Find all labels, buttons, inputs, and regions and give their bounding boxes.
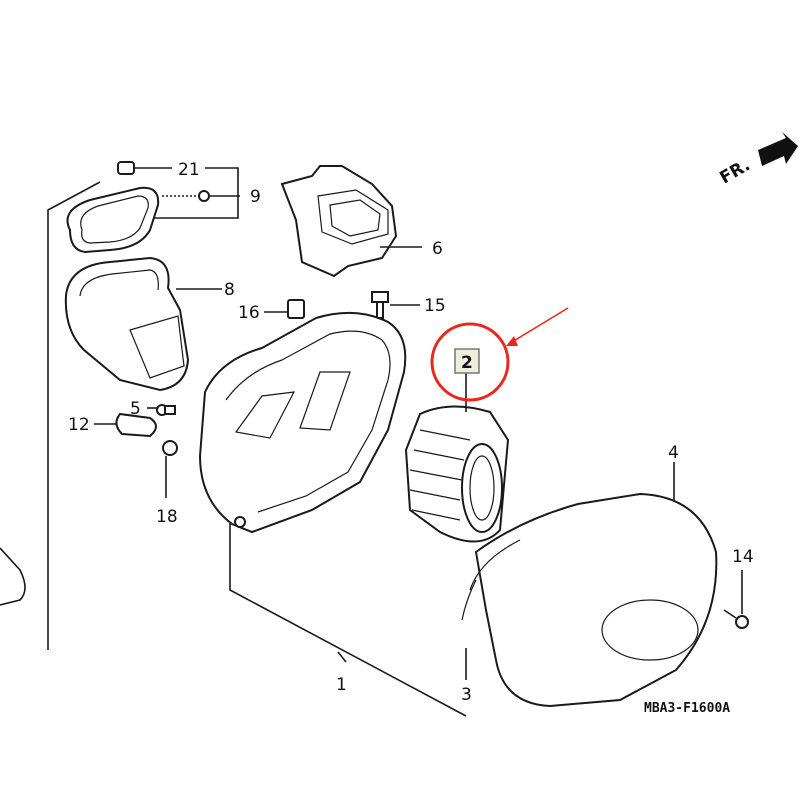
tube-part-12 [94, 412, 157, 438]
bolt-part-14 [723, 570, 749, 629]
bolt-part-15 [371, 291, 420, 319]
callout-4: 4 [668, 443, 679, 463]
screw-part-5 [147, 404, 176, 416]
duct-part-8 [64, 256, 222, 392]
callout-6: 6 [432, 239, 443, 259]
ring-part-18 [162, 440, 178, 498]
intake-part-6 [280, 165, 422, 278]
front-label: FR. [717, 155, 754, 188]
highlight-arrow [511, 307, 569, 343]
cap-part-21 [117, 161, 172, 175]
callout-3: 3 [461, 685, 472, 705]
callout-18: 18 [156, 507, 178, 527]
callout-9: 9 [250, 187, 261, 207]
callout-16: 16 [238, 303, 260, 323]
callout-5: 5 [130, 399, 141, 419]
air-cleaner-housing-part-1 [198, 311, 407, 534]
callout-14: 14 [732, 547, 754, 567]
highlight-marker [430, 307, 569, 402]
highlight-arrowhead [506, 336, 518, 346]
cover-part-4 [461, 492, 718, 708]
callout-2: 2 [461, 353, 473, 373]
callout-21: 21 [178, 160, 200, 180]
air-filter-part-2 [404, 405, 510, 543]
gasket-ring [66, 186, 160, 254]
leader-part-1 [229, 522, 467, 717]
callout-1: 1 [336, 675, 347, 695]
callout-15: 15 [424, 296, 446, 316]
callout-12: 12 [68, 415, 90, 435]
front-direction-arrow [758, 132, 798, 166]
leader-bracket-21-9 [140, 167, 239, 219]
leader-tick-1 [337, 651, 347, 663]
drawing-code: MBA3-F1600A [644, 701, 730, 716]
frame-outline [0, 181, 101, 650]
part-2-label-box [454, 348, 480, 374]
highlight-circle [430, 322, 510, 402]
clip-part-16 [264, 299, 305, 319]
callout-8: 8 [224, 280, 235, 300]
screw-part-9 [162, 190, 240, 202]
